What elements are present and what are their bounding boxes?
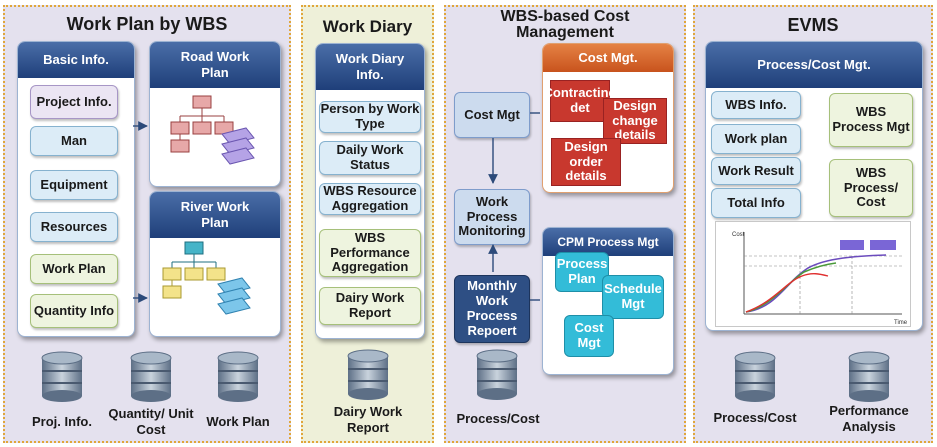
cost-mgt-node[interactable]: Cost Mgt — [454, 92, 530, 138]
river-work-plan-box[interactable]: River Work Plan — [149, 191, 281, 337]
work-plan-db-label: Work Plan — [206, 414, 270, 429]
evms-panel: EVMS Process/Cost Mgt. WBS Info. Work pl… — [693, 5, 933, 443]
dairy-work-report-db-label: Dairy Work Report — [333, 404, 403, 435]
equipment-item[interactable]: Equipment — [30, 170, 118, 200]
chart-x-axis-label: Time — [894, 320, 908, 326]
quantity-unit-cost-db-label: Quantity/ Unit Cost — [108, 406, 194, 437]
wbs-performance-aggregation-item[interactable]: WBS Performance Aggregation — [319, 229, 421, 277]
contracting-details-button[interactable]: Contracting det — [544, 80, 616, 122]
process-cost-db-label: Process/Cost — [456, 411, 540, 426]
performance-analysis-db-label: Performance Analysis — [829, 403, 909, 434]
work-plan-item[interactable]: Work Plan — [30, 254, 118, 284]
river-hierarchy-icon — [162, 241, 251, 315]
diary-panel-title: Work Diary — [322, 17, 413, 36]
db-performance-icon — [848, 351, 890, 402]
wbs-info-item[interactable]: WBS Info. — [711, 91, 801, 119]
daily-work-status-item[interactable]: Daily Work Status — [319, 141, 421, 175]
total-info-item[interactable]: Total Info — [711, 188, 801, 218]
db-work-plan-icon — [217, 351, 259, 402]
evms-chart-svg: Cost Time — [732, 232, 908, 326]
proj-info-db-label: Proj. Info. — [32, 414, 92, 429]
cost-panel: WBS-based Cost Management Cost Mgt Work … — [444, 5, 686, 443]
cost-mgt-cpm-button[interactable]: Cost Mgt — [564, 315, 614, 357]
chart-y-axis-label: Cost — [732, 232, 745, 238]
work-process-monitoring-node[interactable]: Work Process Monitoring — [454, 189, 530, 245]
project-info-item[interactable]: Project Info. — [30, 85, 118, 119]
wbs-process-cost-item[interactable]: WBS Process/ Cost — [829, 159, 913, 217]
evms-chart: Cost Time — [715, 221, 911, 327]
db-quantity-icon — [130, 351, 172, 402]
evms-panel-title: EVMS — [787, 15, 839, 35]
process-plan-button[interactable]: Process Plan — [555, 252, 609, 292]
work-result-item[interactable]: Work Result — [711, 157, 801, 185]
man-item[interactable]: Man — [30, 126, 118, 156]
quantity-info-item[interactable]: Quantity Info — [30, 294, 118, 328]
db-process-cost-icon — [476, 349, 518, 400]
wbs-resource-aggregation-item[interactable]: WBS Resource Aggregation — [319, 183, 421, 215]
resources-item[interactable]: Resources — [30, 212, 118, 242]
wbs-process-mgt-item[interactable]: WBS Process Mgt — [829, 93, 913, 147]
road-hierarchy-icon — [170, 95, 255, 165]
cpm-process-header: CPM Process Mgt — [543, 228, 673, 256]
basic-info-header: Basic Info. — [18, 42, 134, 78]
road-work-plan-header: Road Work Plan — [150, 42, 280, 88]
diary-panel: Work Diary Work Diary Info. Person by Wo… — [301, 5, 434, 443]
work-plan-item[interactable]: Work plan — [711, 124, 801, 154]
db-dairy-report-icon — [347, 349, 389, 400]
diary-info-header: Work Diary Info. — [316, 44, 424, 90]
schedule-mgt-button[interactable]: Schedule Mgt — [602, 275, 664, 319]
cost-mgt-box-header: Cost Mgt. — [543, 44, 673, 72]
design-order-details-button[interactable]: Design order details — [551, 138, 621, 186]
cost-panel-title: WBS-based Cost Management — [500, 8, 630, 41]
river-work-plan-header: River Work Plan — [150, 192, 280, 238]
db-proj-info-icon — [41, 351, 83, 402]
design-change-details-button[interactable]: Design change details — [603, 98, 667, 144]
wbs-panel-title: Work Plan by WBS — [66, 14, 228, 34]
monthly-report-node[interactable]: Monthly Work Process Repoert — [454, 275, 530, 343]
person-by-work-type-item[interactable]: Person by Work Type — [319, 101, 421, 133]
db-evms-process-cost-icon — [734, 351, 776, 402]
evms-process-cost-db-label: Process/Cost — [713, 410, 797, 425]
dairy-work-report-item[interactable]: Dairy Work Report — [319, 287, 421, 325]
road-work-plan-box[interactable]: Road Work Plan — [149, 41, 281, 187]
evms-process-header: Process/Cost Mgt. — [706, 42, 922, 88]
